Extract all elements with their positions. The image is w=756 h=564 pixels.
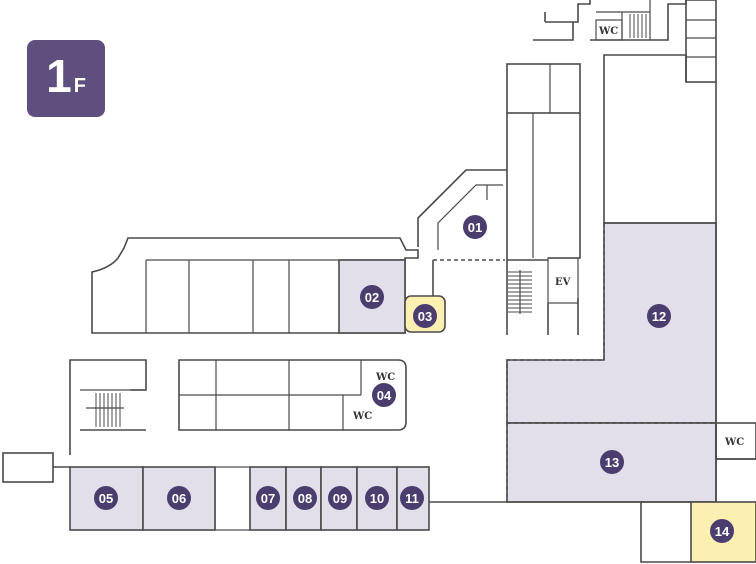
shop-marker-02[interactable]: 02: [360, 285, 384, 309]
shop-marker-07-text: 07: [261, 491, 275, 506]
shop-marker-14[interactable]: 14: [710, 519, 734, 543]
shop-marker-09[interactable]: 09: [328, 486, 352, 510]
shop-marker-11-text: 11: [405, 491, 419, 506]
shop-marker-05[interactable]: 05: [94, 486, 118, 510]
shop-marker-08[interactable]: 08: [293, 486, 317, 510]
wc-top-label: WC: [598, 26, 618, 37]
shop-marker-13[interactable]: 13: [600, 450, 624, 474]
floor-badge: 1 F: [27, 40, 105, 117]
bottom-shop-row: [69, 466, 507, 531]
shop-marker-14-text: 14: [715, 524, 730, 539]
shop-marker-11[interactable]: 11: [400, 486, 424, 510]
shop-marker-12-text: 12: [652, 309, 666, 324]
right-block: [506, 222, 756, 563]
shop-marker-09-text: 09: [333, 491, 347, 506]
shop-marker-04-text: 04: [377, 388, 392, 403]
wc-right-label: WC: [724, 437, 744, 448]
shop-marker-13-text: 13: [605, 455, 619, 470]
wc-04-lower-label: WC: [352, 411, 372, 422]
shop-marker-04[interactable]: 04: [372, 383, 396, 407]
left-stair-block: [2, 359, 147, 483]
shop-marker-02-text: 02: [365, 290, 379, 305]
shop-marker-06-text: 06: [172, 491, 186, 506]
top-structure: [533, 0, 717, 223]
shop-marker-08-text: 08: [298, 491, 312, 506]
upper-left-block: [91, 237, 446, 334]
center-tower: [506, 63, 581, 335]
shop-marker-03[interactable]: 03: [413, 304, 437, 328]
shop-marker-12[interactable]: 12: [647, 304, 671, 328]
shop-marker-10-text: 10: [370, 491, 384, 506]
entrance-wing: [417, 169, 507, 296]
shop-marker-05-text: 05: [99, 491, 113, 506]
shop-marker-06[interactable]: 06: [167, 486, 191, 510]
wc-04-upper-label: WC: [375, 372, 395, 383]
shop-markers: 01 02 03 04 05 06 07 08 09 10 11 12 13 1…: [94, 215, 734, 543]
ev-label: EV: [555, 277, 571, 288]
floor-unit: F: [73, 75, 86, 97]
middle-block: [178, 359, 407, 431]
shop-marker-01-text: 01: [468, 220, 482, 235]
shop-marker-01[interactable]: 01: [463, 215, 487, 239]
shop-marker-07[interactable]: 07: [256, 486, 280, 510]
shop-marker-03-text: 03: [418, 309, 432, 324]
shop-marker-10[interactable]: 10: [365, 486, 389, 510]
floor-number: 1: [46, 50, 72, 102]
